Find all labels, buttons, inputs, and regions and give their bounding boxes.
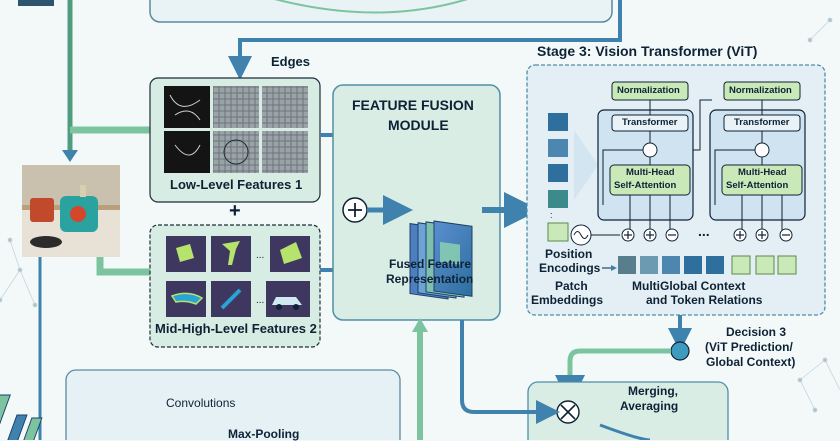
top-panel-curve [274,0,468,14]
fused-feature-line1: Fused Feature [389,257,472,271]
sum-node [342,197,368,223]
arrow-top-to-edges [228,0,622,80]
top-stage-panel [149,0,613,23]
maxpooling-label: Max-Pooling [228,427,300,441]
fusion-title-line2: MODULE [388,117,449,133]
decision-line3: Global Context) [706,355,796,369]
token-ellipsis: ... [698,223,710,239]
transformer-label-1: Transformer [622,117,678,128]
patch-embeddings-line1: Patch [555,279,588,293]
merging-line1: Merging, [628,384,678,398]
edge-thumbnail [262,131,308,173]
top-left-image-corner [18,0,54,6]
plus-sign: + [229,200,241,222]
cnn-layer-stack [0,394,43,440]
arrow-image-to-mid [96,257,150,276]
sine-wave-icon [570,224,592,246]
fused-feature-stack [409,220,473,300]
background-network-decoration [0,17,840,413]
svg-text::: : [550,210,553,220]
patch-embeddings-line2: Embeddings [531,293,604,307]
mhsa-label-2a: Multi-Head [738,167,787,178]
mhsa-label-1a: Multi-Head [626,167,675,178]
decision-line2: (ViT Prediction/ [705,340,793,354]
cnn-panel [65,369,401,440]
transformer-block-1 [597,81,694,230]
position-encodings-line2: Encodings [539,261,601,275]
multiglobal-line2: and Token Relations [646,293,763,307]
mhsa-label-1b: Self-Attention [614,180,677,191]
convolutions-label: Convolutions [166,396,236,410]
svg-text:...: ... [256,250,264,261]
edge-thumbnail [164,86,210,128]
svg-text:...: ... [256,295,264,306]
mid-high-thumbnails: ... ... [166,236,310,317]
merge-node [556,400,580,424]
embedding-token-row [618,255,797,275]
position-encodings-line1: Position [545,247,593,261]
fused-feature-line2: Representation [386,272,474,286]
multiglobal-line1: MultiGlobal Context [632,279,746,293]
low-level-features-label: Low-Level Features 1 [170,177,303,192]
merging-line2: Averaging [620,399,679,413]
patch-column: : [547,113,569,242]
mhsa-label-2b: Self-Attention [726,180,789,191]
edge-thumbnail [213,131,259,173]
decision-node [670,341,690,361]
edge-thumbnail [262,86,308,128]
low-level-thumbnails [164,86,308,173]
mid-high-level-features-label: Mid-High-Level Features 2 [155,321,317,336]
edge-thumbnail [213,86,259,128]
arrow-fusion-to-merge [460,320,560,424]
input-image [22,165,120,257]
patch-to-transformer-chevron [574,130,598,200]
decision-line1: Decision 3 [726,325,787,339]
fusion-title-line1: FEATURE FUSION [352,97,474,113]
block1-to-block2-link [693,99,712,151]
merge-panel [527,381,729,440]
transformer-block-2 [709,81,806,230]
vit-title: Stage 3: Vision Transformer (ViT) [537,43,758,59]
edges-label: Edges [271,54,311,69]
edge-thumbnail [164,131,210,173]
token-operator-signs [624,231,790,239]
normalization-label-2: Normalization [729,85,792,96]
transformer-label-2: Transformer [734,117,790,128]
normalization-label-1: Normalization [617,85,680,96]
arrow-decision-to-merge [555,348,671,405]
